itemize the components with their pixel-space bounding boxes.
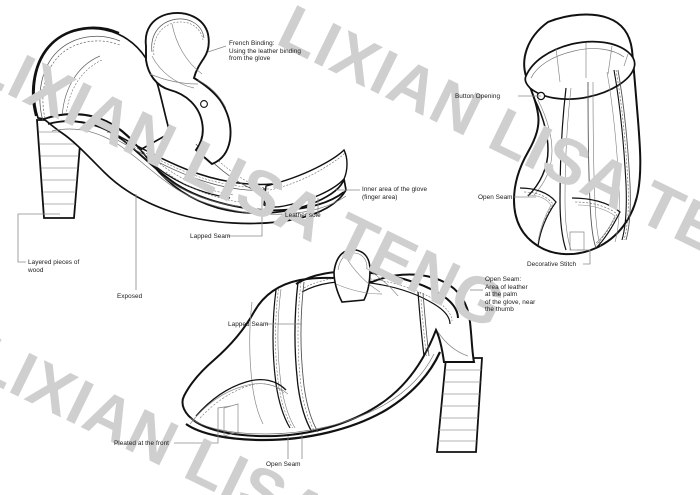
view-side-shoe — [31, 12, 348, 225]
glove-thumb-contour-inner — [533, 99, 553, 196]
bootie-sole-line — [185, 351, 442, 442]
side-shoe-collar-edge — [31, 26, 120, 117]
side-shoe-collar-stitch — [42, 40, 121, 123]
bootie-tongue-fold-c — [365, 267, 399, 297]
annotation-layered-pieces-of-wood: Layered pieces of wood — [28, 259, 80, 274]
annotation-exposed: Exposed — [117, 293, 143, 300]
annotation-lapped-seam-bottom: Lapped Seam — [228, 321, 269, 328]
bootie-collar-top — [295, 270, 459, 319]
view-glove-cuff — [512, 13, 642, 256]
bootie-tongue — [333, 248, 371, 303]
bootie-lapped-seam-stripes — [249, 281, 319, 433]
glove-flap-fold-c — [171, 23, 203, 75]
annotation-open-seam-bottom: Open Seam — [266, 461, 301, 468]
annotation-button-opening: Button Opening — [455, 93, 501, 100]
glove-flap-inner-edge — [151, 18, 205, 53]
side-shoe-vamp-lower — [42, 113, 347, 225]
bootie-tongue-fold-b — [335, 283, 383, 295]
bootie-toe-panel-outer — [189, 383, 289, 425]
annotation-inner-area-glove: Inner area of the glove (finger area) — [362, 186, 428, 201]
glove-flap-outer — [144, 12, 232, 166]
glove-thumb-contour — [527, 97, 549, 197]
bootie-back-seam — [417, 291, 425, 357]
view-bootie — [181, 248, 483, 453]
side-shoe-mid-strap-bottom — [109, 135, 273, 191]
bootie-tongue-fold-a — [343, 253, 381, 293]
glove-cuff-top-panels — [555, 43, 629, 83]
bootie-heel-joint — [437, 331, 469, 357]
glove-cuff-opening — [524, 40, 636, 100]
side-shoe-sole-top — [47, 120, 345, 212]
bootie-collar-bottom — [301, 280, 451, 325]
side-shoe-quarter-seam — [61, 55, 101, 123]
leader-french-binding — [207, 45, 227, 53]
glove-right-stitch-band — [606, 69, 631, 243]
bootie-body-outline — [181, 273, 476, 438]
bootie-tongue-inner — [337, 252, 368, 271]
glove-flap-inner-stitch — [153, 21, 204, 56]
leader-layered-wood — [17, 213, 60, 263]
side-shoe-toe-cap — [263, 148, 348, 208]
leader-lines — [17, 45, 591, 459]
annotation-lapped-seam-top: Lapped Seam — [190, 233, 231, 240]
annotation-leather-sole: Leather sole — [285, 212, 321, 219]
side-shoe-button-icon — [200, 100, 208, 108]
side-shoe-toe-seam-stitch — [267, 187, 271, 207]
glove-flap-fold-b — [149, 73, 199, 85]
bootie-back-seam-stitch — [420, 291, 427, 357]
side-shoe-toe-cap-stitch — [269, 152, 346, 191]
bootie-toe-panel — [195, 379, 287, 417]
annotation-decorative-stitch: Decorative Stitch — [527, 261, 577, 268]
leader-lapped-seam-top — [228, 196, 263, 237]
glove-flap-fold-a — [151, 55, 195, 89]
annotation-open-seam-palm: Open Seam: Area of leather at the palm o… — [485, 276, 536, 314]
glove-flap-fold-d — [197, 79, 227, 109]
side-shoe-mid-strap-top — [103, 127, 273, 186]
side-shoe-toe-seam — [263, 187, 267, 207]
annotation-pleated-at-the-front: Pleated at the front — [114, 440, 170, 447]
bootie-pleat-box — [223, 403, 239, 437]
bootie-heel — [436, 357, 483, 453]
annotation-french-binding: French Binding: Using the leather bindin… — [229, 40, 301, 63]
bootie-heel-wood-layers — [437, 369, 482, 442]
bootie-back-seam-inner — [422, 292, 430, 357]
leader-decorative-stitch — [577, 249, 591, 265]
annotation-open-seam-glove: Open Seam — [478, 194, 513, 201]
side-shoe-collar-inner — [39, 35, 121, 122]
leader-pleated-front — [174, 405, 232, 444]
side-shoe-sole-edge — [51, 128, 347, 215]
side-shoe-mid-strap-stitch — [106, 131, 273, 188]
glove-lower-v-panels — [519, 187, 621, 249]
glove-cuff-opening-inner — [530, 48, 625, 79]
glove-center-seams — [559, 81, 602, 251]
